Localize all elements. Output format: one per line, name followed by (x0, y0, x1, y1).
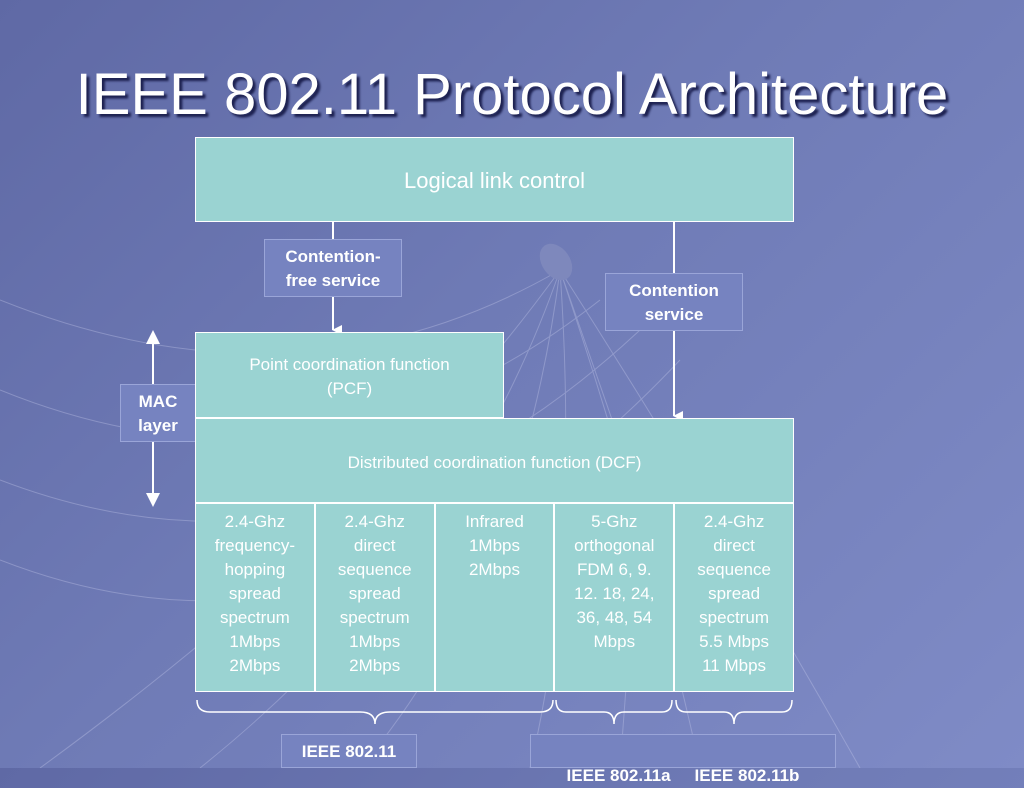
brace-ieee-80211a (555, 699, 673, 725)
pcf-box: Point coordination function (PCF) (195, 332, 504, 418)
dcf-box: Distributed coordination function (DCF) (195, 418, 794, 503)
phy-hr-dsss-cell: 2.4-Ghz direct sequence spread spectrum … (674, 503, 794, 692)
phy-ofdm-cell: 5-Ghz orthogonal FDM 6, 9. 12. 18, 24, 3… (554, 503, 675, 692)
phy-fhss-cell: 2.4-Ghz frequency- hopping spread spectr… (195, 503, 315, 692)
contention-service-label: Contention service (605, 273, 743, 331)
brace-ieee-80211b (675, 699, 793, 725)
phy-infrared-cell: Infrared 1Mbps 2Mbps (434, 503, 555, 692)
llc-box: Logical link control (195, 137, 794, 222)
page-title: IEEE 802.11 Protocol Architecture (75, 62, 949, 127)
phy-dsss-cell: 2.4-Ghz direct sequence spread spectrum … (314, 503, 435, 692)
physical-layer-row: 2.4-Ghz frequency- hopping spread spectr… (195, 503, 794, 692)
contention-free-service-label: Contention- free service (264, 239, 402, 297)
ieee-80211-label: IEEE 802.11 (281, 734, 417, 768)
mac-layer-arrow-bottom (146, 493, 160, 507)
brace-ieee-80211 (196, 699, 554, 725)
mac-layer-label: MAC layer (120, 384, 196, 442)
mac-layer-arrow-top (146, 330, 160, 344)
